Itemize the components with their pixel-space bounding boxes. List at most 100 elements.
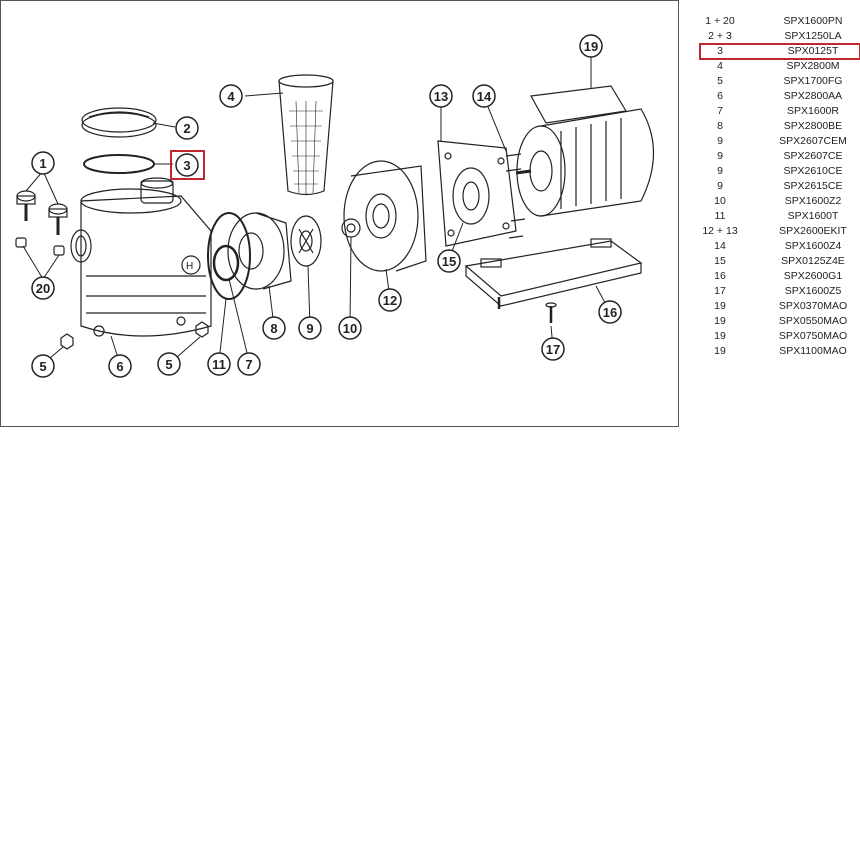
callout-10: 10 bbox=[338, 316, 362, 340]
part-ref-number: 5 bbox=[717, 75, 723, 87]
part-lid bbox=[81, 107, 157, 138]
svg-text:15: 15 bbox=[442, 254, 456, 269]
part-ref-number: 17 bbox=[714, 285, 726, 297]
callout-6: 6 bbox=[108, 354, 132, 378]
callout-16: 16 bbox=[598, 300, 622, 324]
svg-text:16: 16 bbox=[603, 305, 617, 320]
svg-text:13: 13 bbox=[434, 89, 448, 104]
callout-7: 7 bbox=[237, 352, 261, 376]
part-ref-number: 7 bbox=[717, 105, 723, 117]
part-code: SPX1100MAO bbox=[779, 345, 847, 357]
part-ref-number: 19 bbox=[714, 345, 726, 357]
svg-text:5: 5 bbox=[165, 357, 172, 372]
part-code: SPX1600Z5 bbox=[784, 285, 842, 297]
part-ref-number: 6 bbox=[717, 90, 723, 102]
callout-12: 12 bbox=[378, 288, 402, 312]
parts-row-highlighted: 3 SPX0125T bbox=[699, 43, 860, 60]
part-drain-plugs bbox=[60, 316, 209, 350]
part-code: SPX0125Z4E bbox=[781, 255, 845, 267]
part-code: SPX1250LA bbox=[784, 30, 842, 42]
part-ref-number: 3 bbox=[717, 45, 723, 57]
callout-11: 11 bbox=[207, 352, 231, 376]
part-code: SPX2610CE bbox=[783, 165, 843, 177]
part-code: SPX2800M bbox=[786, 60, 840, 72]
svg-text:5: 5 bbox=[39, 359, 46, 374]
parts-row: 19 SPX1100MAO bbox=[700, 344, 860, 359]
parts-row: 16 SPX2600G1 bbox=[700, 269, 860, 284]
callout-3-highlighted: 3 bbox=[170, 150, 205, 180]
part-code: SPX2800AA bbox=[783, 90, 843, 102]
part-ref-number: 9 bbox=[717, 135, 723, 147]
part-code: SPX0550MAO bbox=[778, 315, 848, 327]
part-ref-number: 19 bbox=[714, 330, 726, 342]
parts-row: 11 SPX1600T bbox=[700, 209, 860, 224]
part-diffuser bbox=[227, 212, 292, 290]
callout-5-right: 5 bbox=[157, 352, 181, 376]
part-code: SPX1600Z4 bbox=[784, 240, 842, 252]
part-knobs bbox=[16, 190, 68, 235]
callout-4: 4 bbox=[219, 84, 243, 108]
part-base-screws bbox=[497, 297, 557, 323]
part-code: SPX2607CEM bbox=[779, 135, 847, 147]
callout-9: 9 bbox=[298, 316, 322, 340]
part-ref-number: 15 bbox=[714, 255, 726, 267]
part-code: SPX1600PN bbox=[783, 15, 843, 27]
part-diffuser-oring bbox=[212, 244, 240, 282]
part-code: SPX1600Z2 bbox=[784, 195, 842, 207]
svg-text:14: 14 bbox=[477, 89, 492, 104]
svg-text:H: H bbox=[186, 261, 193, 272]
svg-text:12: 12 bbox=[383, 293, 397, 308]
part-ref-number: 9 bbox=[717, 180, 723, 192]
svg-text:19: 19 bbox=[584, 39, 598, 54]
parts-row: 14 SPX1600Z4 bbox=[700, 239, 860, 254]
part-motor-base bbox=[464, 238, 643, 307]
callout-17: 17 bbox=[541, 337, 565, 361]
part-code: SPX0750MAO bbox=[778, 330, 848, 342]
part-code: SPX2600G1 bbox=[783, 270, 843, 282]
callout-labels: 1 2 3 4 5 5 6 7 8 9 10 11 12 13 14 15 16… bbox=[31, 34, 622, 378]
part-ref-number: 10 bbox=[714, 195, 726, 207]
callout-2: 2 bbox=[175, 116, 199, 140]
part-motor-bracket bbox=[437, 140, 517, 247]
svg-text:1: 1 bbox=[39, 156, 46, 171]
svg-text:11: 11 bbox=[212, 357, 226, 372]
part-code: SPX0125T bbox=[787, 45, 839, 57]
callout-1: 1 bbox=[31, 151, 55, 175]
part-code: SPX1600T bbox=[787, 210, 839, 222]
parts-row: 9 SPX2607CEM bbox=[700, 134, 860, 149]
part-code: SPX2615CE bbox=[783, 180, 843, 192]
parts-row: 7 SPX1600R bbox=[700, 104, 860, 119]
parts-row: 15 SPX0125Z4E bbox=[700, 254, 860, 269]
part-ref-number: 11 bbox=[714, 210, 726, 222]
callout-8: 8 bbox=[262, 316, 286, 340]
part-body-oring bbox=[207, 212, 251, 300]
part-code: SPX2800BE bbox=[783, 120, 843, 132]
part-code: SPX0370MAO bbox=[778, 300, 848, 312]
svg-text:17: 17 bbox=[546, 342, 560, 357]
parts-row: 19 SPX0550MAO bbox=[700, 314, 860, 329]
pump-exploded-diagram: H bbox=[15, 34, 654, 378]
parts-row: 19 SPX0370MAO bbox=[700, 299, 860, 314]
callout-19: 19 bbox=[579, 34, 603, 58]
svg-text:9: 9 bbox=[306, 321, 313, 336]
part-ref-number: 16 bbox=[714, 270, 726, 282]
part-code: SPX1600R bbox=[787, 105, 839, 117]
exploded-diagram-frame: H bbox=[0, 0, 679, 427]
part-ref-number: 14 bbox=[714, 240, 726, 252]
part-ref-number: 12 + 13 bbox=[702, 225, 738, 237]
part-ref-number: 9 bbox=[717, 165, 723, 177]
svg-text:7: 7 bbox=[245, 357, 252, 372]
part-lid-oring bbox=[83, 154, 155, 174]
part-ref-number: 19 bbox=[714, 315, 726, 327]
callout-5-left: 5 bbox=[31, 354, 55, 378]
part-ref-number: 19 bbox=[714, 300, 726, 312]
callout-20: 20 bbox=[31, 276, 55, 300]
part-seal-housing bbox=[343, 160, 427, 272]
leader-lines bbox=[22, 47, 611, 365]
